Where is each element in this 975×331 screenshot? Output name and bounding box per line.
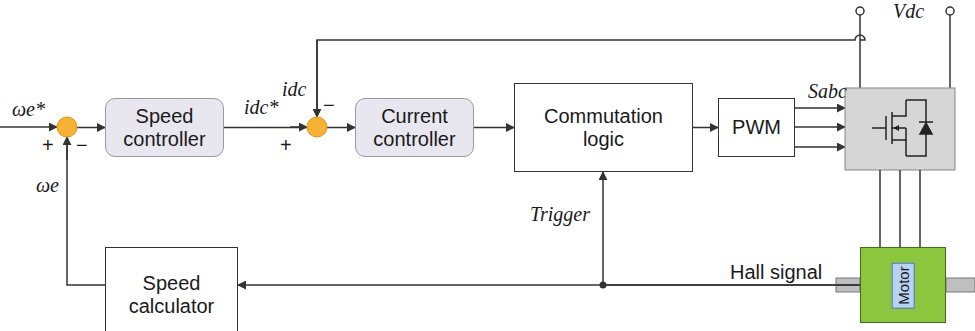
signal-label: − [76, 134, 88, 156]
motor-shaft [946, 278, 975, 292]
summing-junction [57, 117, 77, 137]
connector-label: Trigger [528, 203, 592, 225]
phase-wire [879, 170, 881, 247]
signal-label: Vdc [893, 0, 924, 22]
box-label: Speed controller [114, 105, 215, 151]
box-label: Speed calculator [114, 272, 229, 318]
gate-signal [795, 107, 845, 109]
signal-connector [474, 127, 514, 129]
logic-box: Commutation logic [514, 83, 693, 172]
inverter-box [845, 88, 955, 170]
dc-wire [859, 15, 861, 88]
pwm-box: PWM [718, 98, 795, 157]
calculator-box: Speed calculator [105, 247, 238, 331]
signal-label: idc* [244, 96, 278, 118]
reference-line [0, 126, 57, 128]
connector-label: Hall signal [728, 261, 824, 283]
controller-box: Speed controller [105, 98, 224, 157]
mosfet-symbol [872, 100, 933, 156]
box-label: PWM [732, 116, 781, 139]
signal-label: Sabc [808, 80, 847, 102]
gate-signal [795, 126, 845, 128]
box-label: Current controller [364, 105, 465, 151]
current-feedback-arrow [316, 40, 318, 117]
phase-wire [919, 170, 921, 247]
signal-connector [67, 128, 105, 286]
signal-label: + [280, 134, 292, 156]
phase-wire [899, 170, 901, 247]
box-label: Commutation logic [523, 105, 684, 151]
summing-junction [307, 117, 327, 137]
junction-arrow [290, 126, 307, 128]
signal-connector [693, 127, 718, 129]
branch-dot [600, 282, 607, 289]
dc-wire [949, 15, 951, 88]
mosfet-arrow [893, 125, 899, 131]
signal-label: idc [282, 78, 306, 100]
box-label: Motor [892, 262, 915, 308]
motor-body: Motor [860, 247, 946, 323]
dc-terminal [946, 7, 954, 15]
signal-label: − [323, 94, 335, 116]
signal-label: ωe* [12, 98, 45, 120]
signal-label: ωe [36, 174, 59, 196]
gate-signal [795, 146, 845, 148]
signal-connector [603, 172, 860, 285]
signal-label: + [42, 134, 54, 156]
junction-arrow [66, 137, 68, 160]
controller-box: Current controller [355, 98, 474, 157]
dc-terminal [856, 7, 864, 15]
signal-connector [224, 127, 355, 129]
